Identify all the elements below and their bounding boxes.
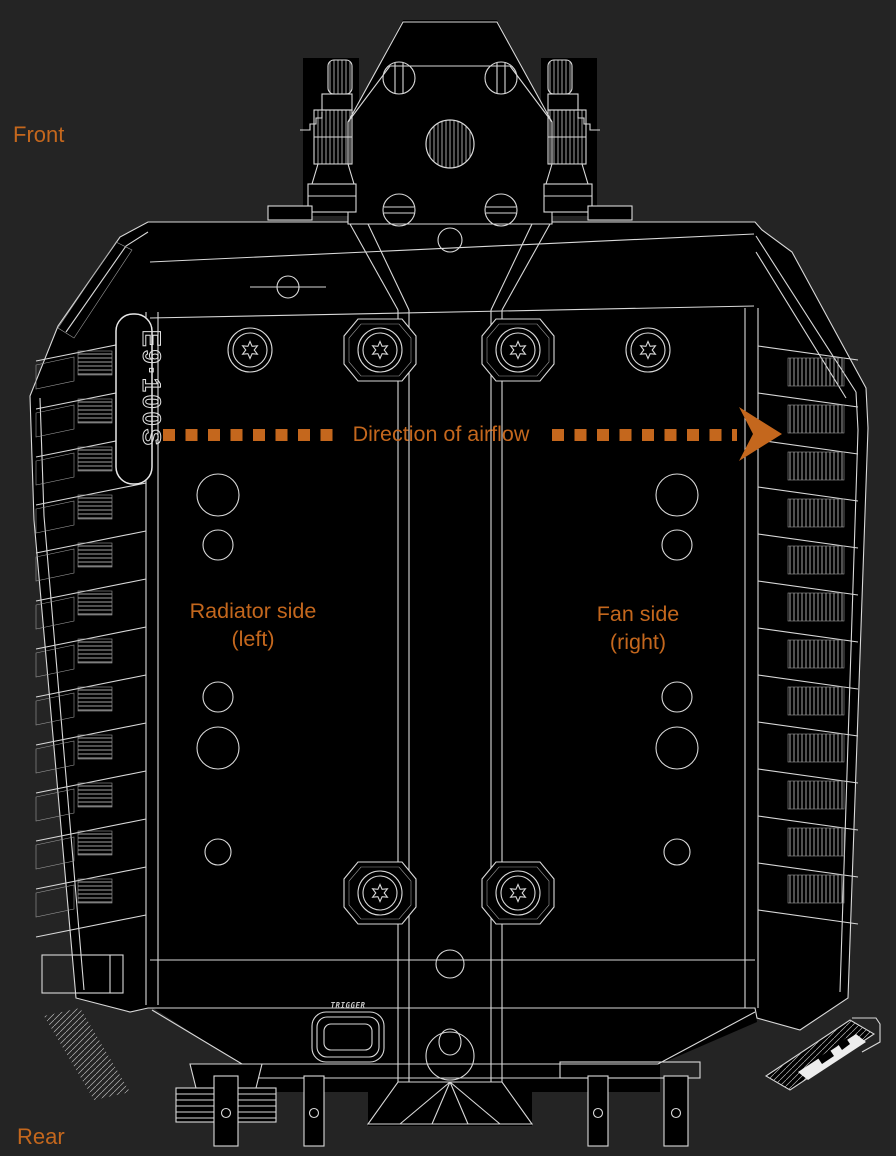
left-rail-wedge	[44, 1008, 130, 1100]
central-spine	[349, 223, 551, 1125]
bottom-assembly: TRIGGER	[41, 954, 881, 1147]
model-badge: E9·100S	[115, 313, 166, 485]
rear-label: Rear	[17, 1124, 65, 1149]
fan-side-line1: Fan side	[596, 602, 680, 626]
mount-feet	[213, 1075, 689, 1147]
mount-holes	[196, 275, 699, 866]
model-badge-text: E9·100S	[137, 330, 165, 448]
airflow-label: Direction of airflow	[352, 422, 530, 446]
right-rail-wedge	[764, 1017, 881, 1091]
radiator-fins-left	[35, 338, 147, 938]
fan-side-label: Fan side (right)	[538, 600, 738, 656]
trigger-label: TRIGGER	[330, 1001, 365, 1010]
front-label: Front	[13, 122, 65, 147]
fan-side-line2: (right)	[609, 630, 667, 654]
radiator-side-line2: (left)	[231, 627, 275, 651]
airflow-arrow	[163, 407, 782, 461]
radiator-side-label: Radiator side (left)	[153, 597, 353, 653]
airflow-arrowhead-icon	[739, 407, 782, 461]
fan-grille-right	[757, 345, 859, 925]
trigger-button: TRIGGER	[311, 1001, 385, 1063]
top-handle-mount	[267, 21, 633, 227]
radiator-side-line1: Radiator side	[189, 599, 317, 623]
